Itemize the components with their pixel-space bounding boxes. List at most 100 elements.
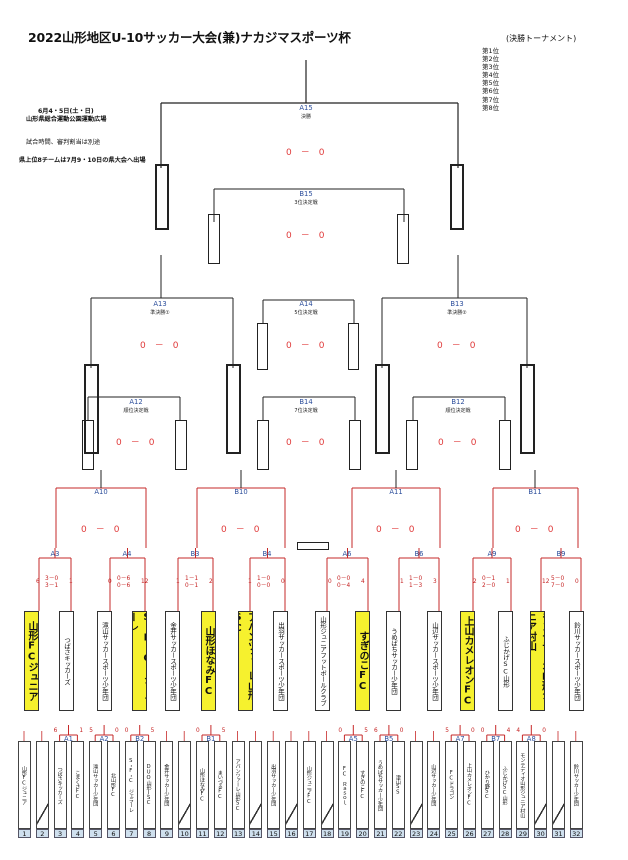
result-box <box>375 364 390 454</box>
score-right-b3: 2 <box>209 579 213 585</box>
entry-slot: まいづるFC <box>213 741 227 829</box>
entry-number: 27 <box>480 829 494 838</box>
score-right-b2: 5 <box>150 728 155 734</box>
entry-slot <box>320 741 334 829</box>
event-venue: 山形県総合運動公園運動広場 <box>26 116 107 123</box>
score-left-a8: 4 <box>516 728 521 734</box>
entry-number: 30 <box>534 829 548 838</box>
entry-slot: 鈴川サッカー少年団 <box>569 741 583 829</box>
entry-number: 17 <box>302 829 316 838</box>
team-box: 滝山サッカースポーツ少年団 <box>97 611 112 711</box>
entry-slot <box>409 741 423 829</box>
score-right-b9: 0 <box>575 579 579 585</box>
entry-number: 19 <box>338 829 352 838</box>
result-box <box>348 323 359 370</box>
match-name-b15: 3位決定戦 <box>294 200 318 206</box>
match-label-a5: A5 <box>348 735 358 743</box>
entry-number: 11 <box>196 829 209 838</box>
match-label-b10: B10 <box>234 488 248 496</box>
score-right-a2: 0 <box>115 728 119 734</box>
match-label-b2: B2 <box>135 735 145 743</box>
team-box: つばさキッカーズ <box>59 611 74 711</box>
result-box <box>175 420 187 470</box>
match-label-a9: A9 <box>487 550 497 558</box>
result-box <box>349 420 361 470</box>
entry-slot: 上山カメレオンFC <box>463 741 476 829</box>
entry-number: 3 <box>53 829 67 838</box>
rank-item: 第5位 <box>482 79 500 88</box>
entry-number: 18 <box>320 829 334 838</box>
team-box: 山辺サッカースポーツ少年団 <box>427 611 442 711</box>
match-label-a13: A13 <box>153 300 167 308</box>
match-label-b11: B11 <box>528 488 542 496</box>
match-score-b13: 0 － 0 <box>437 341 476 351</box>
score-left-a4: 0 <box>108 579 112 585</box>
rank-item: 第1位 <box>482 47 500 55</box>
match-label-a6: A6 <box>342 550 352 558</box>
entry-slot <box>178 741 192 829</box>
match-label-a11: A11 <box>389 488 403 496</box>
entry-number: 8 <box>142 829 156 838</box>
entry-slot: S・F・C ジェラーレ <box>124 741 138 829</box>
entry-slot <box>534 741 548 829</box>
score-detail-a3: 3－0 3－1 <box>45 576 59 589</box>
entry-slot <box>249 741 263 829</box>
entry-number: 29 <box>516 829 530 838</box>
match-label-b5: B5 <box>384 735 394 743</box>
entry-slot: 山形ほなみFC <box>196 741 209 829</box>
rank-item: 第7位 <box>482 95 500 104</box>
rank-item: 第4位 <box>482 71 500 80</box>
entry-number: 24 <box>427 829 441 838</box>
entry-slot: FCドラゴン <box>445 741 459 829</box>
team-box: S・F・C ジェラーレ <box>132 611 147 711</box>
result-box <box>208 214 220 264</box>
score-right-a8: 0 <box>542 728 546 734</box>
score-left-b1: 0 <box>196 728 200 734</box>
page-subtitle: (決勝トーナメント) <box>506 34 577 43</box>
score-left-a3: 6 <box>36 579 40 585</box>
match-label-b14: B14 <box>299 398 313 406</box>
result-box <box>84 364 99 454</box>
score-left-b7: 0 <box>480 728 485 734</box>
match-label-b15: B15 <box>299 190 313 198</box>
match-score-a11: 0 － 0 <box>376 525 415 535</box>
match-label-a12: A12 <box>129 398 143 406</box>
entry-number: 7 <box>124 829 138 838</box>
score-detail-a9: 0－1 2－0 <box>482 576 496 589</box>
entry-number: 4 <box>71 829 85 838</box>
result-box <box>499 420 511 470</box>
match-name-a12: 順位決定戦 <box>123 408 149 414</box>
entry-number: 26 <box>463 829 476 838</box>
result-box <box>257 420 269 470</box>
score-right-a7: 0 <box>471 728 475 734</box>
entry-slot: 津山SS <box>391 741 405 829</box>
entry-number: 25 <box>445 829 459 838</box>
match-score-b15: 0 － 0 <box>286 231 325 241</box>
score-right-a3: 1 <box>69 579 73 585</box>
match-name-b13: 準決勝② <box>447 310 467 316</box>
rank-list: 第1位第2位第3位第4位第5位第6位第7位第8位 <box>482 47 499 112</box>
match-label-b12: B12 <box>451 398 465 406</box>
entry-number: 16 <box>285 829 298 838</box>
match-score-a10: 0 － 0 <box>81 525 120 535</box>
entry-number: 32 <box>569 829 583 838</box>
team-box: 山形ほなみFC <box>201 611 216 711</box>
match-label-a4: A4 <box>122 550 132 558</box>
team-box: 山形FCジュニア <box>24 611 39 711</box>
match-name-a15: 決勝 <box>300 114 311 120</box>
entry-slot: モンテディオ山形ジュニア村山 <box>516 741 530 829</box>
result-box <box>450 164 464 230</box>
team-box: ふじかげSC山形 <box>498 611 513 711</box>
score-right-a6: 4 <box>361 579 365 585</box>
score-detail-b3: 1－1 0－1 <box>185 576 199 589</box>
score-left-b9: 12 <box>542 579 550 585</box>
team-box: 出羽サッカースポーツ少年団 <box>273 611 288 711</box>
entry-slot: FC Ｒａｓｏｌ <box>338 741 352 829</box>
entry-slot: ふじかげSC山形 <box>498 741 512 829</box>
result-box <box>297 542 329 550</box>
score-detail-b9: 5－0 7－0 <box>551 576 565 589</box>
score-left-a1: 6 <box>53 728 58 734</box>
score-left-a7: 5 <box>445 728 449 734</box>
score-left-b3: 1 <box>176 579 180 585</box>
